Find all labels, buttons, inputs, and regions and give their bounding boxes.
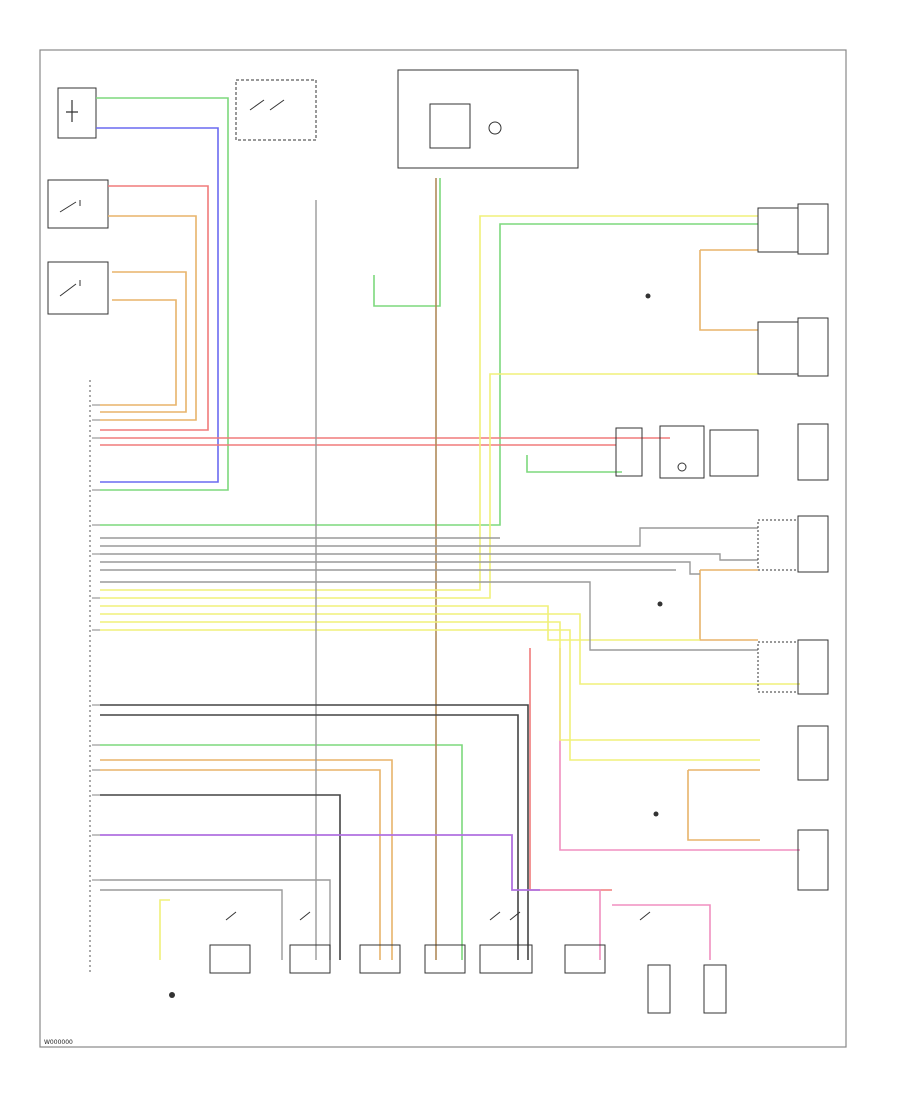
connector-pins bbox=[92, 404, 100, 881]
side-airbag-sensors bbox=[757, 515, 829, 891]
passenger-occupant-sensor bbox=[57, 87, 97, 139]
right-front-seat-belt-switch bbox=[47, 179, 109, 229]
green-wires bbox=[96, 97, 758, 960]
blue-wires bbox=[96, 127, 219, 483]
orange-brown-wires bbox=[100, 215, 760, 960]
passenger-airbag-module bbox=[615, 423, 829, 481]
bottom-components bbox=[209, 911, 727, 1014]
black-wires bbox=[100, 704, 529, 960]
violet-wires bbox=[100, 834, 540, 891]
gray-black-wires bbox=[100, 200, 758, 960]
diagram-frame bbox=[39, 49, 847, 1048]
instrument-cluster bbox=[397, 69, 579, 169]
left-front-seat-belt-switch bbox=[47, 261, 109, 315]
ground-symbols bbox=[169, 293, 663, 998]
ignition-switch bbox=[235, 79, 317, 141]
yellow-wires bbox=[100, 215, 800, 960]
footer-code: W000000 bbox=[44, 1039, 73, 1046]
pink-wires bbox=[540, 648, 800, 960]
rear-seat-belt-buckle-switches bbox=[757, 203, 829, 377]
